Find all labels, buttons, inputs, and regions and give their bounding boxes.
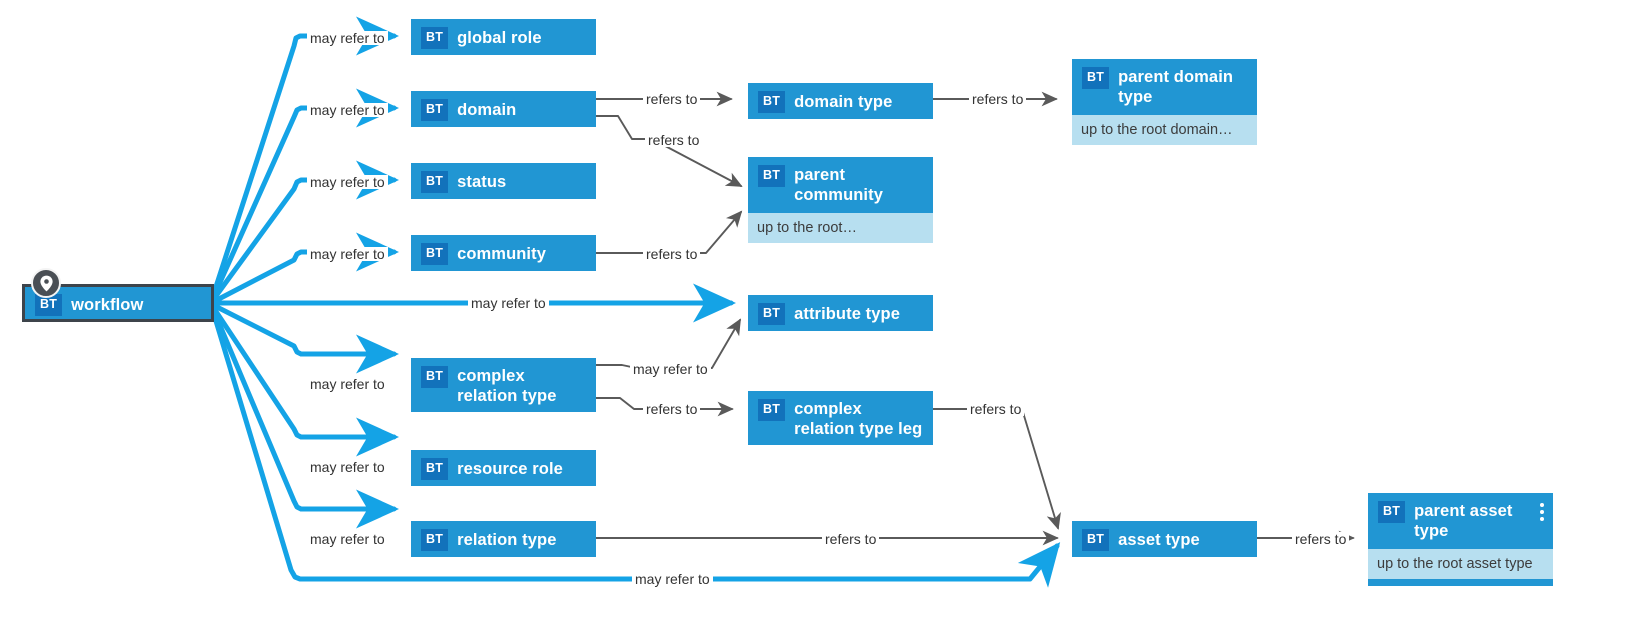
node-title: asset type: [1118, 530, 1200, 549]
node-parent-community[interactable]: BT parent community up to the root…: [748, 157, 933, 243]
edge-workflow-relation-type: [210, 306, 400, 529]
bt-badge: BT: [758, 165, 786, 187]
edge-workflow-complex-relation-type: [210, 302, 400, 374]
edge-label-crt-leg-asset-type: refers to: [967, 402, 1025, 416]
edge-label-asset-type-parent-asset-type: refers to: [1292, 532, 1350, 546]
edge-workflow-resource-role: [210, 304, 400, 457]
bt-badge: BT: [35, 294, 63, 316]
bt-badge: BT: [1082, 529, 1110, 551]
node-title: resource role: [457, 459, 563, 478]
edge-label-community-parent-community: refers to: [643, 247, 701, 261]
edge-label-crt-attribute-type: may refer to: [630, 362, 711, 376]
node-asset-type[interactable]: BT asset type: [1072, 521, 1257, 557]
node-workflow[interactable]: BT workflow: [22, 268, 214, 322]
edge-label-workflow-relation-type: may refer to: [307, 532, 388, 546]
edge-label-workflow-global-role: may refer to: [307, 31, 388, 45]
edge-label-workflow-domain: may refer to: [307, 103, 388, 117]
node-title: parent domain type: [1118, 68, 1234, 106]
node-parent-domain-type[interactable]: BT parent domain type up to the root dom…: [1072, 59, 1257, 145]
node-title: parent community: [794, 166, 883, 204]
edge-label-workflow-attribute-type: may refer to: [468, 296, 549, 310]
bt-badge: BT: [1378, 501, 1406, 523]
bt-badge: BT: [421, 458, 449, 480]
edge-label-domain-type-parent-domain-type: refers to: [969, 92, 1027, 106]
edge-crt-leg-asset-type: [931, 408, 1061, 530]
edge-label-relation-type-asset-type: refers to: [822, 532, 880, 546]
node-attribute-type[interactable]: BT attribute type: [748, 295, 933, 331]
node-title: global role: [457, 28, 542, 47]
node-subtitle: up to the root asset type: [1368, 549, 1553, 579]
node-community[interactable]: BT community: [411, 235, 596, 271]
edge-label-workflow-resource-role: may refer to: [307, 460, 388, 474]
node-complex-relation-type[interactable]: BT complex relation type: [411, 358, 596, 412]
node-title: status: [457, 172, 507, 191]
location-pin-icon: [31, 268, 61, 298]
node-title: parent asset type: [1414, 502, 1513, 540]
node-resource-role[interactable]: BT resource role: [411, 450, 596, 486]
bt-badge: BT: [421, 171, 449, 193]
node-title: attribute type: [794, 304, 900, 323]
node-parent-asset-type[interactable]: BT parent asset type up to the root asse…: [1368, 493, 1553, 586]
bt-badge: BT: [758, 303, 786, 325]
node-title: domain: [457, 100, 517, 119]
edge-workflow-domain: [210, 88, 400, 301]
bt-badge: BT: [421, 366, 449, 388]
node-complex-relation-type-leg[interactable]: BT complex relation type leg: [748, 391, 933, 445]
bt-badge: BT: [1082, 67, 1110, 89]
more-options-icon[interactable]: [1540, 503, 1544, 524]
node-relation-type[interactable]: BT relation type: [411, 521, 596, 557]
edge-label-workflow-status: may refer to: [307, 175, 388, 189]
edge-community-parent-community: [595, 210, 743, 254]
edge-label-workflow-asset-type: may refer to: [632, 572, 713, 586]
node-title: relation type: [457, 530, 557, 549]
edge-domain-parent-community: [595, 115, 743, 187]
node-title: workflow: [71, 295, 144, 314]
bt-badge: BT: [421, 99, 449, 121]
node-status[interactable]: BT status: [411, 163, 596, 199]
node-title: complex relation type: [457, 367, 557, 405]
node-title: complex relation type leg: [794, 400, 923, 438]
node-domain-type[interactable]: BT domain type: [748, 83, 933, 119]
node-domain[interactable]: BT domain: [411, 91, 596, 127]
node-title: domain type: [794, 92, 893, 111]
bt-badge: BT: [758, 91, 786, 113]
edge-label-workflow-community: may refer to: [307, 247, 388, 261]
node-title: community: [457, 244, 546, 263]
edge-label-domain-domain-type: refers to: [643, 92, 701, 106]
bt-badge: BT: [421, 529, 449, 551]
edge-label-crt-crt-leg: refers to: [643, 402, 701, 416]
bt-badge: BT: [421, 243, 449, 265]
edge-workflow-asset-type: [210, 308, 1061, 588]
node-subtitle: up to the root domain…: [1072, 115, 1257, 145]
node-subtitle: up to the root…: [748, 213, 933, 243]
bt-badge: BT: [421, 27, 449, 49]
bt-badge: BT: [758, 399, 786, 421]
edge-label-domain-parent-community: refers to: [645, 133, 703, 147]
edge-label-workflow-complex-relation-type: may refer to: [307, 377, 388, 391]
node-global-role[interactable]: BT global role: [411, 19, 596, 55]
